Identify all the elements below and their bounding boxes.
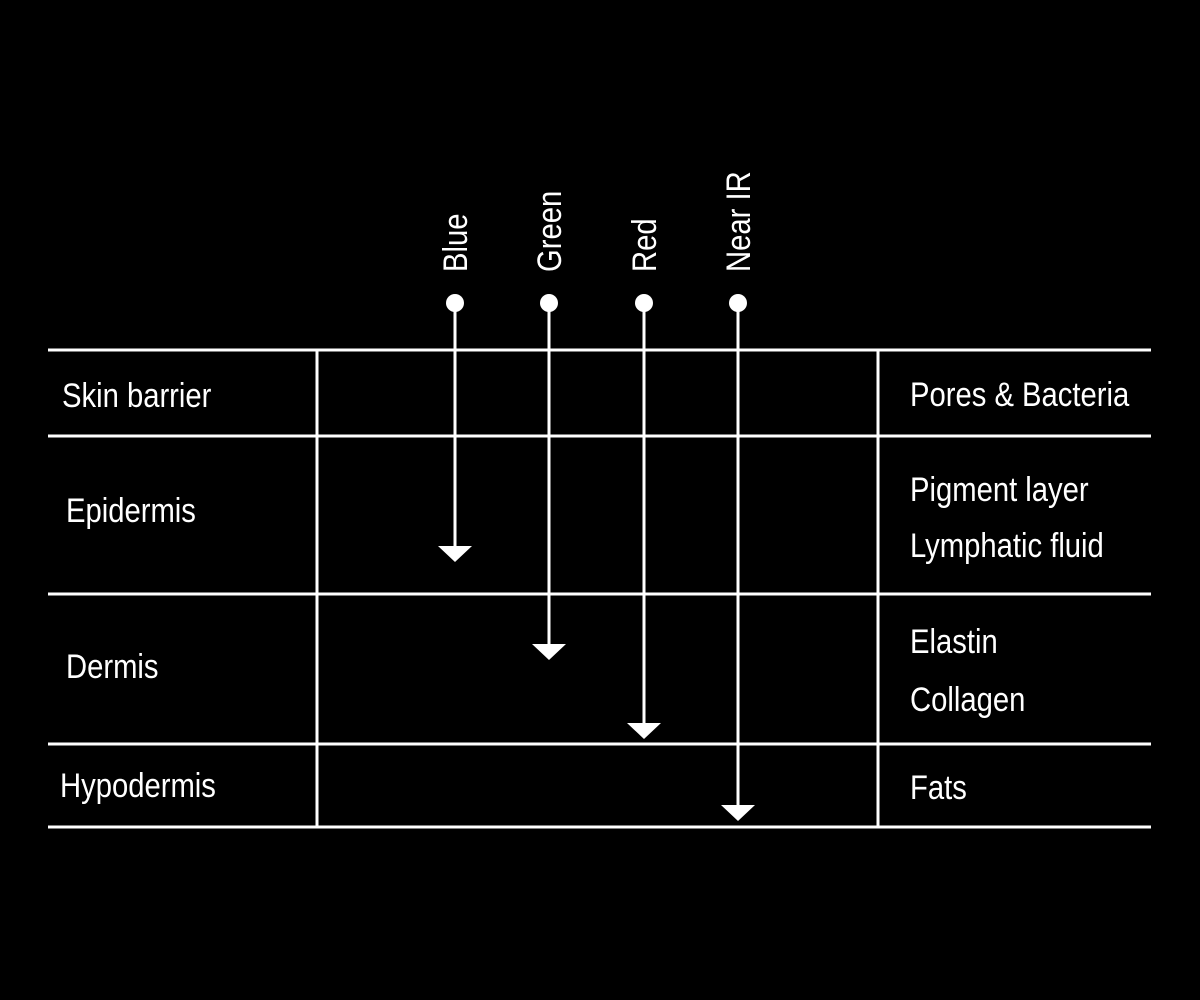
content-lymphatic-fluid: Lymphatic fluid [910, 526, 1104, 565]
content-fats: Fats [910, 768, 967, 807]
layer-name-epidermis: Epidermis [66, 491, 196, 530]
table-grid [48, 348, 1151, 829]
layer-name-dermis: Dermis [66, 647, 159, 686]
wavelength-label-near-ir: Near IR [719, 171, 758, 272]
layer-name-hypodermis: Hypodermis [60, 766, 216, 805]
layer-contents: Pores & Bacteria Pigment layer Lymphatic… [910, 375, 1130, 807]
content-pigment-layer: Pigment layer [910, 470, 1089, 509]
content-pores-bacteria: Pores & Bacteria [910, 375, 1130, 414]
wavelength-arrow-near-ir: Near IR [719, 171, 758, 821]
layer-name-skin-barrier: Skin barrier [62, 376, 212, 415]
arrowhead-icon [721, 805, 755, 821]
arrowhead-icon [532, 644, 566, 660]
wavelength-label-blue: Blue [436, 214, 475, 272]
arrowhead-icon [438, 546, 472, 562]
layer-labels: Skin barrier Epidermis Dermis Hypodermis [60, 376, 216, 805]
content-collagen: Collagen [910, 680, 1025, 719]
wavelength-label-red: Red [625, 218, 664, 272]
wavelength-arrow-red: Red [625, 218, 664, 739]
wavelength-label-green: Green [530, 191, 569, 272]
arrowhead-icon [627, 723, 661, 739]
wavelength-arrow-green: Green [530, 191, 569, 660]
wavelength-arrow-blue: Blue [436, 214, 475, 562]
content-elastin: Elastin [910, 622, 998, 661]
